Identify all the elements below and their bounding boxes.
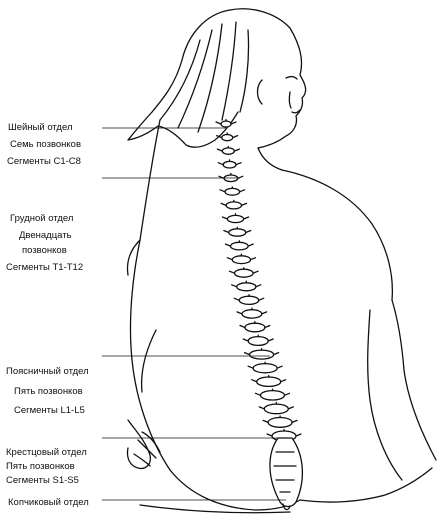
hair-strands [160, 9, 290, 132]
thoracic-count-2: позвонков [22, 245, 67, 257]
toes [134, 432, 160, 466]
vertebra [227, 215, 243, 222]
cervical-segments: Сегменты C1-C8 [7, 156, 81, 168]
sacral-name: Крестцовый отдел [6, 447, 87, 459]
cervical-count: Семь позвонков [10, 139, 81, 151]
vertebra [248, 337, 268, 346]
vertebra [229, 229, 246, 236]
vertebra [232, 256, 250, 264]
foot [127, 420, 150, 468]
spine-vertebrae [216, 120, 301, 442]
coccygeal-name: Копчиковый отдел [8, 497, 89, 509]
thoracic-segments: Сегменты T1-T12 [6, 262, 83, 274]
lumbar-count: Пять позвонков [14, 386, 83, 398]
vertebra [235, 269, 254, 277]
neck-line [258, 148, 282, 170]
eye [286, 77, 297, 79]
cervical-name: Шейный отдел [8, 122, 72, 134]
vertebra [231, 242, 249, 250]
vertebra [222, 148, 234, 154]
vertebra [245, 323, 265, 332]
vertebra [264, 404, 288, 414]
lumbar-name: Поясничный отдел [6, 366, 89, 378]
tear [289, 92, 291, 108]
sacrum [270, 438, 302, 507]
face-outline [258, 28, 306, 148]
vertebra [242, 310, 262, 318]
vertebra [253, 364, 277, 373]
vertebra [250, 350, 274, 359]
lumbar-segments: Сегменты L1-L5 [14, 405, 85, 417]
vertebra [268, 418, 292, 428]
vertebra [223, 161, 236, 168]
vertebra [261, 391, 285, 400]
vertebra [257, 377, 281, 386]
sacral-segments: Сегменты S1-S5 [6, 475, 79, 487]
sacral-count: Пять позвонков [6, 461, 75, 473]
hip-line [300, 468, 432, 502]
vertebra [239, 296, 258, 304]
vertebra [226, 202, 241, 209]
left-arm [128, 240, 157, 392]
thoracic-count-1: Двенадцать [19, 230, 72, 242]
thoracic-name: Грудной отдел [10, 213, 73, 225]
vertebra [225, 188, 240, 195]
vertebra [237, 283, 256, 291]
vertebra [221, 121, 231, 127]
right-arm [368, 300, 436, 480]
ear [258, 80, 263, 104]
right-shoulder [282, 170, 392, 300]
vertebra [222, 135, 233, 141]
